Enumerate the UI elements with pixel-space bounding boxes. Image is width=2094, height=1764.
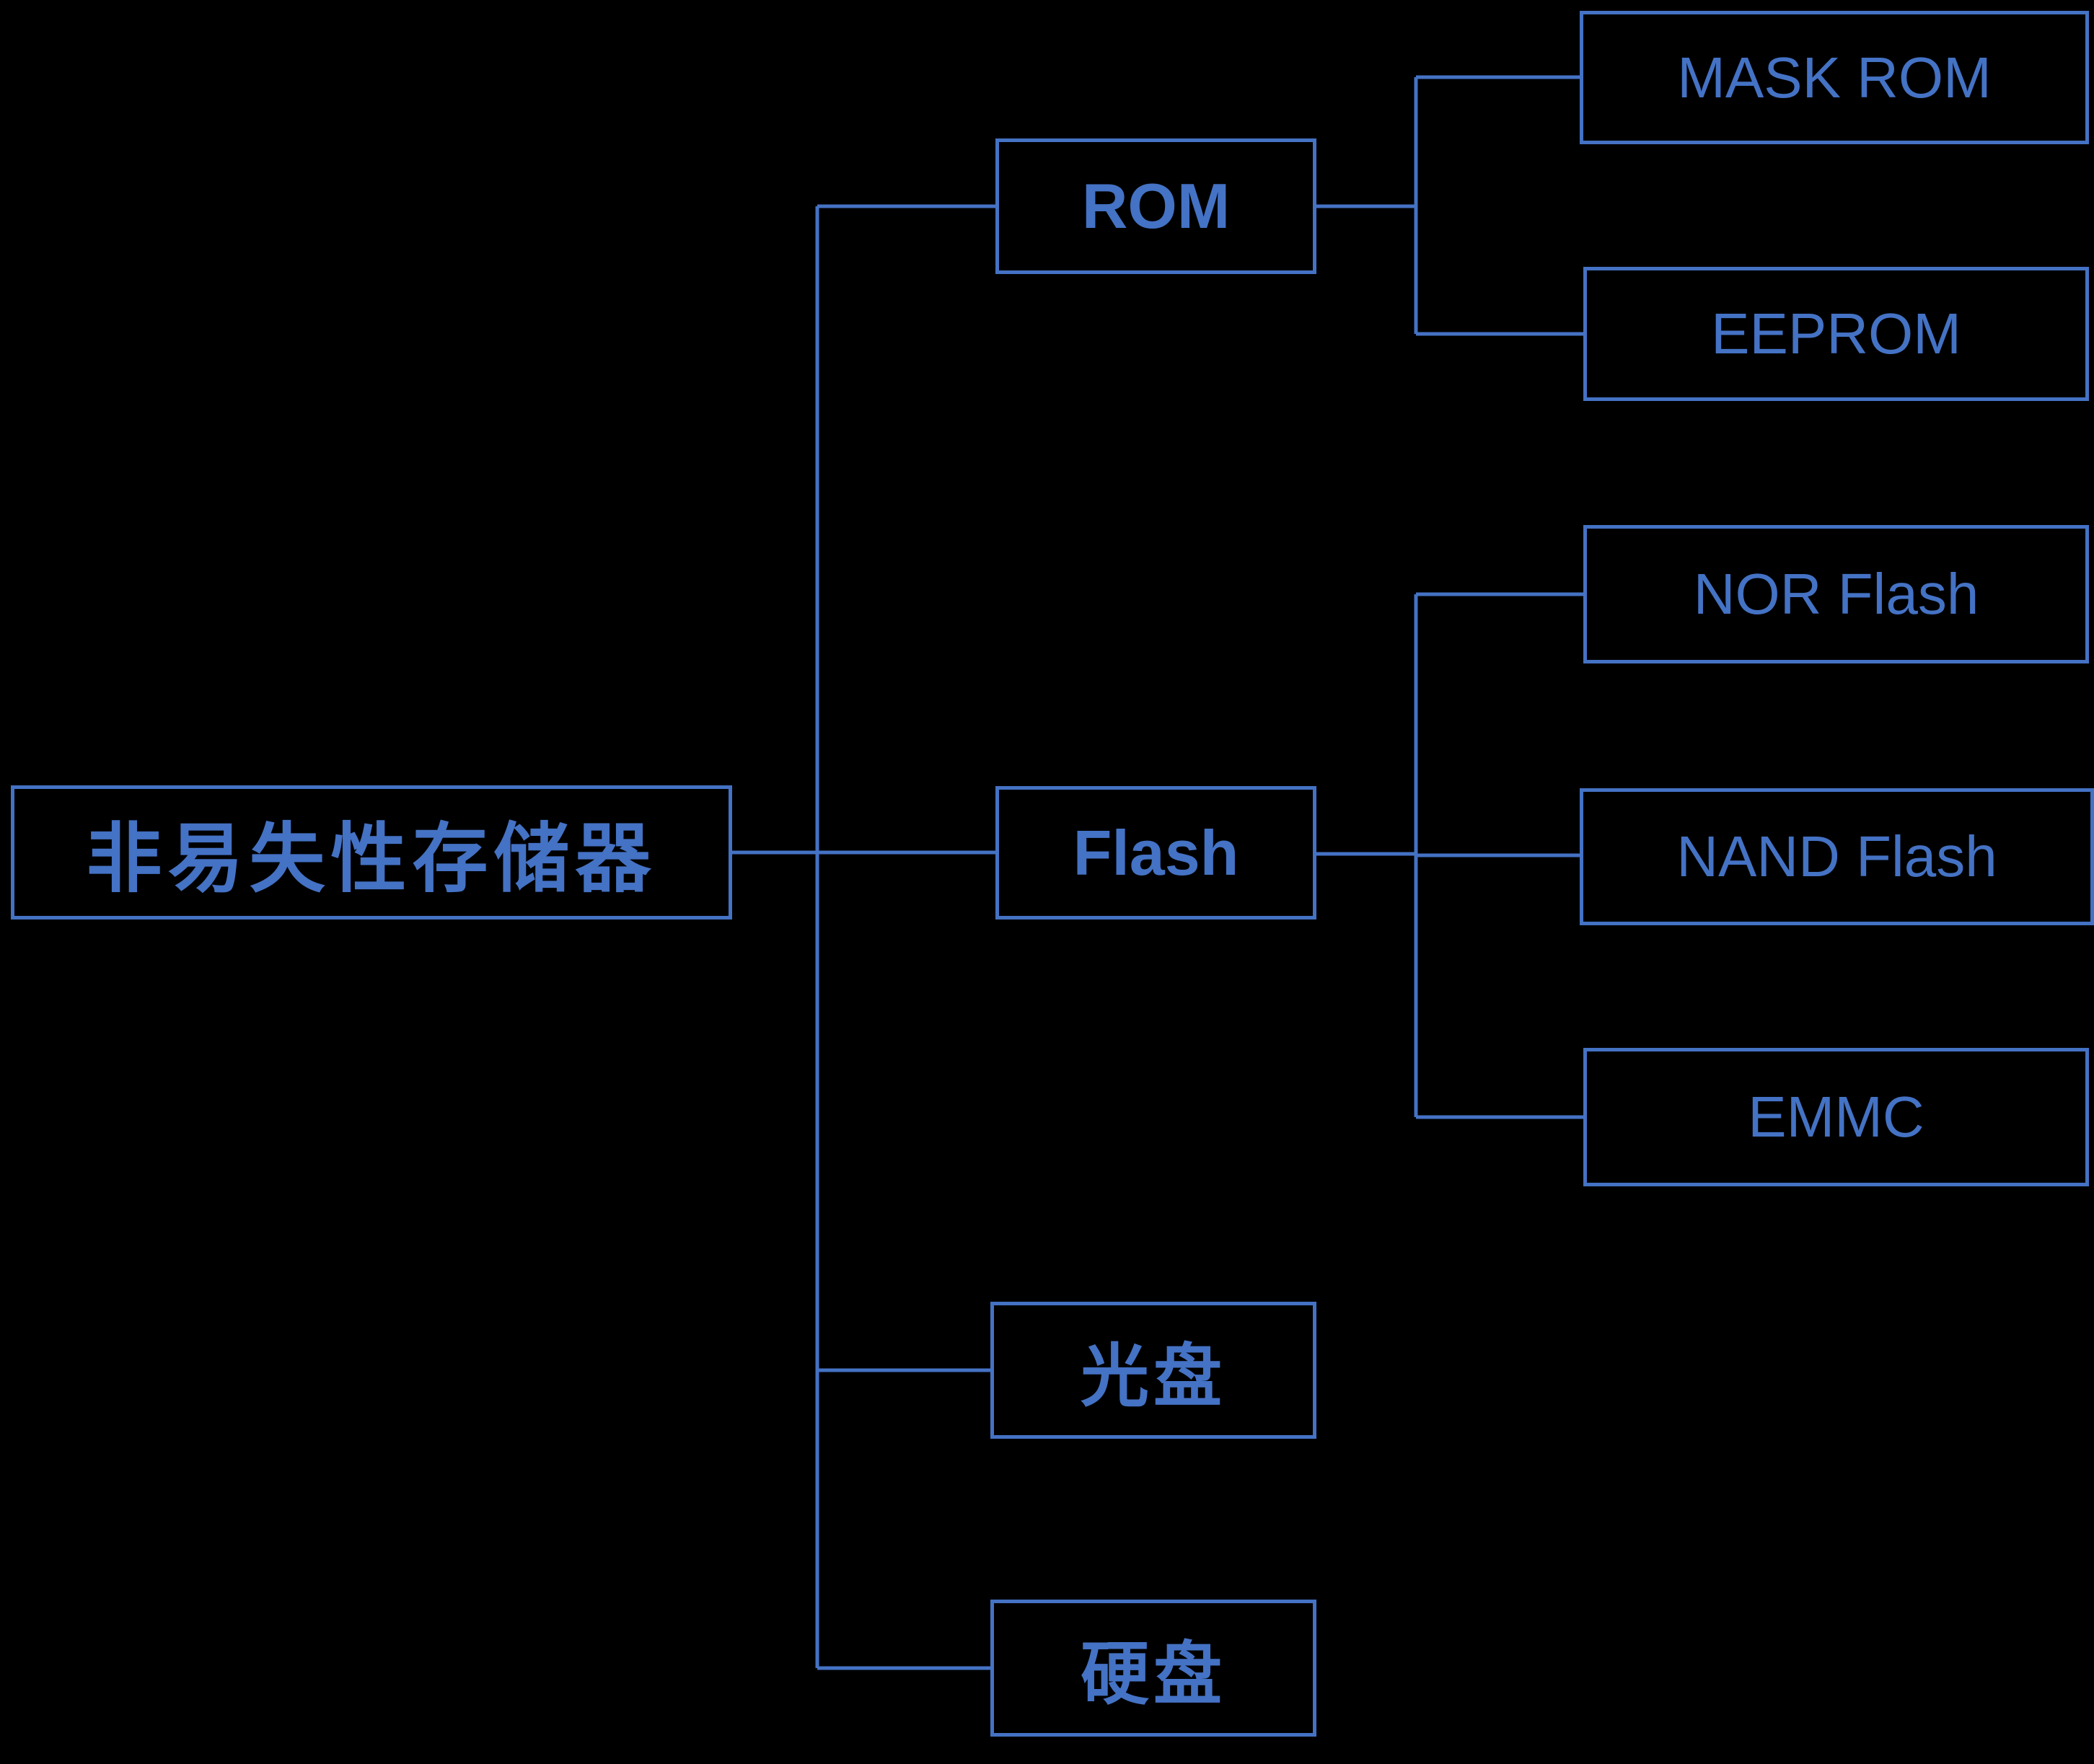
- node-rom: ROM: [995, 138, 1316, 274]
- node-nor-flash-label: NOR Flash: [1693, 562, 1979, 626]
- node-eeprom: EEPROM: [1583, 267, 2089, 401]
- node-optical-disc-label: 光盘: [1080, 1338, 1226, 1415]
- node-nor-flash: NOR Flash: [1583, 525, 2089, 663]
- node-nonvolatile-memory: 非易失性存储器: [11, 785, 732, 920]
- node-nand-flash: NAND Flash: [1580, 788, 2094, 925]
- node-optical-disc: 光盘: [990, 1302, 1316, 1439]
- node-flash: Flash: [995, 786, 1316, 920]
- node-flash-label: Flash: [1073, 816, 1239, 888]
- node-emmc-label: EMMC: [1748, 1085, 1924, 1149]
- node-nand-flash-label: NAND Flash: [1676, 824, 1997, 888]
- node-hard-disk: 硬盘: [990, 1600, 1316, 1737]
- node-emmc: EMMC: [1583, 1048, 2089, 1186]
- node-mask-rom-label: MASK ROM: [1677, 45, 1992, 110]
- node-mask-rom: MASK ROM: [1580, 11, 2089, 144]
- node-eeprom-label: EEPROM: [1711, 301, 1961, 366]
- node-rom-label: ROM: [1081, 170, 1231, 242]
- node-nonvolatile-memory-label: 非易失性存储器: [86, 817, 657, 901]
- node-hard-disk-label: 硬盘: [1080, 1636, 1226, 1713]
